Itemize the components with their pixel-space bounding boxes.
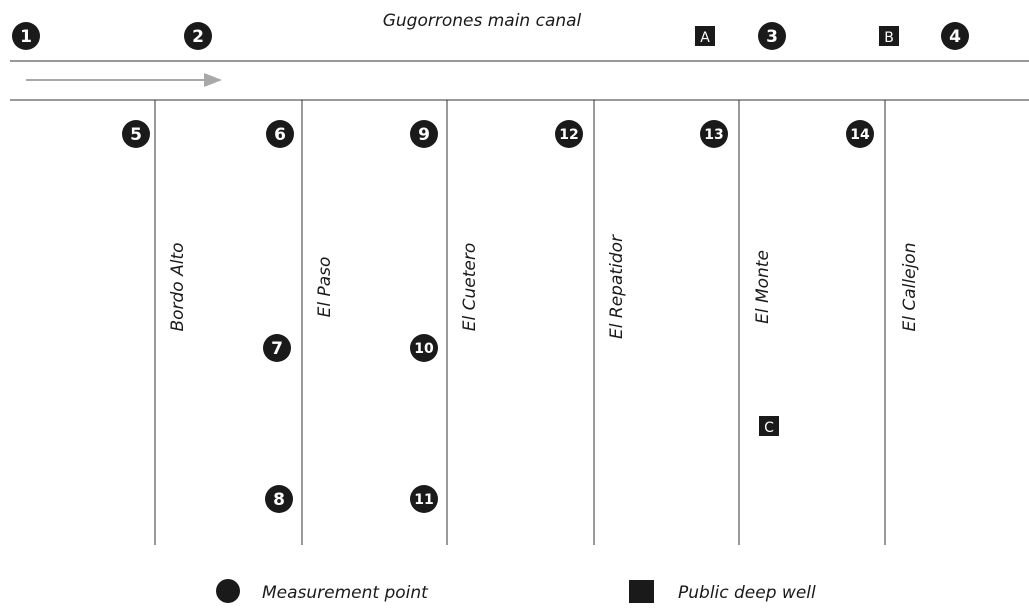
- measurement-point-9: 9: [410, 120, 438, 148]
- svg-text:11: 11: [414, 492, 433, 508]
- deep-well-c: C: [759, 416, 779, 436]
- legend: Measurement point Public deep well: [216, 579, 816, 603]
- measurement-point-12: 12: [555, 120, 583, 148]
- measurement-point-4: 4: [941, 22, 969, 50]
- svg-text:10: 10: [414, 341, 434, 357]
- svg-text:B: B: [884, 30, 894, 46]
- deep-well-b: B: [879, 26, 899, 46]
- svg-text:3: 3: [766, 27, 778, 47]
- diagram-title: Gugorrones main canal: [383, 11, 582, 31]
- svg-text:5: 5: [130, 125, 142, 145]
- svg-text:2: 2: [192, 27, 204, 47]
- measurement-point-7: 7: [263, 334, 291, 362]
- measurement-point-6: 6: [266, 120, 294, 148]
- svg-text:14: 14: [850, 127, 870, 143]
- measurement-point-1: 1: [12, 22, 40, 50]
- svg-text:4: 4: [949, 27, 961, 47]
- measurement-point-13: 13: [700, 120, 728, 148]
- legend-well-icon: [629, 580, 654, 603]
- lateral-label-el-monte: El Monte: [753, 250, 773, 324]
- deep-well-a: A: [695, 26, 715, 46]
- lateral-label-el-repatidor: El Repatidor: [607, 234, 627, 339]
- svg-text:9: 9: [418, 125, 430, 145]
- measurement-point-14: 14: [846, 120, 874, 148]
- svg-text:8: 8: [273, 490, 285, 510]
- lateral-label-bordo-alto: Bordo Alto: [168, 242, 188, 331]
- legend-measurement-label: Measurement point: [262, 583, 429, 603]
- lateral-label-el-paso: El Paso: [315, 257, 335, 318]
- svg-text:C: C: [764, 420, 774, 436]
- measurement-point-11: 11: [410, 485, 438, 513]
- svg-text:12: 12: [559, 127, 578, 143]
- measurement-point-2: 2: [184, 22, 212, 50]
- measurement-point-8: 8: [265, 485, 293, 513]
- svg-text:7: 7: [271, 339, 283, 359]
- flow-direction-arrow-icon: [26, 73, 222, 87]
- lateral-label-el-cuetero: El Cuetero: [460, 243, 480, 332]
- measurement-point-5: 5: [122, 120, 150, 148]
- svg-text:13: 13: [704, 127, 723, 143]
- svg-text:6: 6: [274, 125, 286, 145]
- legend-well-label: Public deep well: [678, 583, 816, 603]
- lateral-label-el-callejon: El Callejon: [900, 243, 920, 332]
- measurement-point-3: 3: [758, 22, 786, 50]
- svg-text:1: 1: [20, 27, 32, 47]
- legend-measurement-icon: [216, 579, 240, 603]
- measurement-point-10: 10: [410, 334, 438, 362]
- svg-text:A: A: [700, 30, 710, 46]
